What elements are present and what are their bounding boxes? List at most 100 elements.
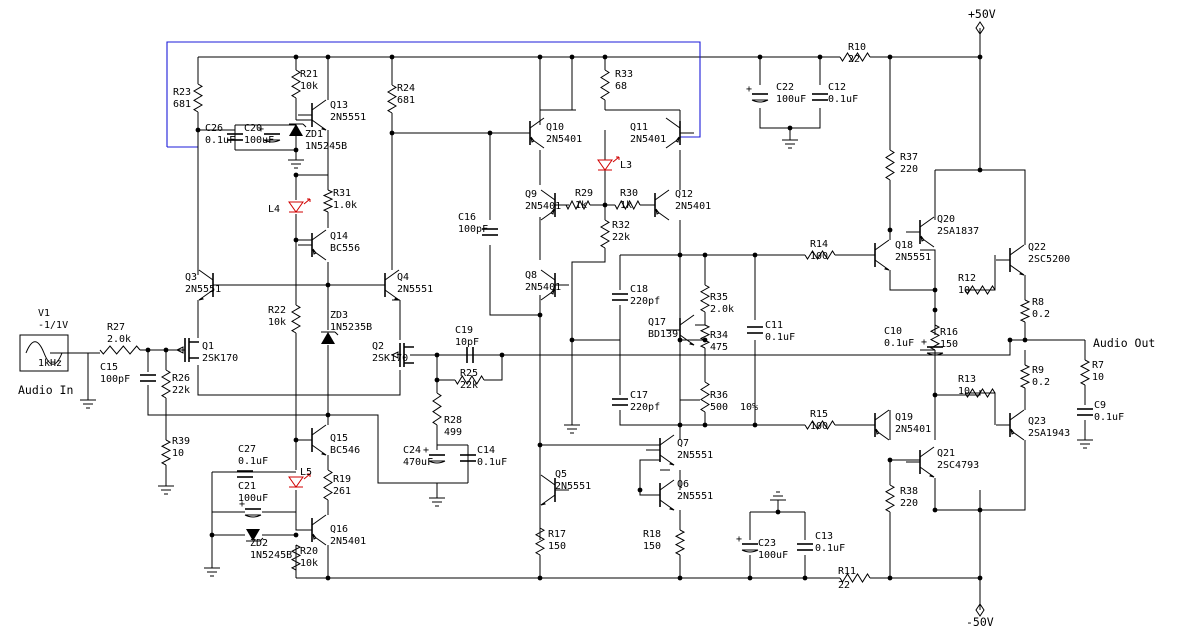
capacitor-c20[interactable]: + [258, 124, 281, 143]
resistor-r17[interactable] [534, 527, 546, 556]
resistor-r13[interactable] [964, 388, 996, 398]
label-r13-value: 10 [958, 386, 970, 397]
jfet-q2[interactable] [390, 343, 414, 367]
resistor-r11[interactable] [839, 573, 871, 583]
source-v1[interactable] [19, 334, 89, 400]
transistor-q7[interactable] [646, 434, 675, 466]
label-c22-value: 100uF [776, 94, 806, 105]
transistor-q12[interactable] [641, 189, 670, 221]
transistor-q14[interactable] [298, 229, 327, 261]
resistor-r23[interactable] [193, 83, 203, 113]
transistor-q19[interactable] [861, 409, 890, 441]
resistor-r24[interactable] [387, 84, 397, 114]
capacitor-c12[interactable] [812, 93, 828, 101]
resistor-r14[interactable] [804, 250, 836, 260]
transistor-q13[interactable] [298, 99, 327, 131]
resistor-r35[interactable] [699, 284, 711, 313]
label-q7-value: 2N5551 [677, 450, 713, 461]
label-r13-ref: R13 [958, 374, 976, 385]
zener-zd2[interactable] [246, 529, 264, 542]
rail-label-neg: -50V [966, 615, 994, 629]
transistor-q22[interactable] [996, 244, 1025, 276]
resistor-r32[interactable] [600, 219, 610, 249]
transistor-q20[interactable] [906, 216, 935, 248]
resistor-r18[interactable] [674, 529, 686, 556]
transistor-q6[interactable] [646, 479, 675, 511]
resistor-r21[interactable] [291, 69, 301, 99]
label-r15-ref: R15 [810, 409, 828, 420]
capacitor-c22[interactable]: + [746, 84, 769, 103]
capacitor-c24[interactable]: + [423, 445, 446, 464]
transistor-q5[interactable] [540, 474, 569, 506]
resistor-r33[interactable] [600, 69, 610, 101]
label-r8-ref: R8 [1032, 297, 1044, 308]
transistor-q10[interactable] [516, 117, 545, 149]
capacitor-c14[interactable] [460, 454, 476, 462]
capacitor-c13[interactable] [797, 543, 813, 551]
capacitor-c21[interactable]: + [239, 499, 262, 518]
transistor-q17[interactable] [666, 314, 695, 346]
resistor-r36[interactable] [700, 381, 710, 413]
transistor-q3[interactable] [198, 269, 227, 301]
resistor-r38[interactable] [884, 484, 896, 513]
label-q10-value: 2N5401 [546, 134, 582, 145]
capacitor-c15[interactable] [140, 374, 156, 382]
capacitor-c27[interactable] [237, 470, 253, 478]
transistor-q23[interactable] [996, 409, 1025, 441]
label-r23-ref: R23 [173, 87, 191, 98]
label-c9-ref: C9 [1094, 400, 1106, 411]
capacitor-c10[interactable]: + [921, 337, 944, 356]
resistor-r27[interactable] [99, 345, 141, 355]
label-r8-value: 0.2 [1032, 309, 1050, 320]
transistor-q11[interactable] [665, 117, 694, 149]
resistor-r25[interactable] [454, 375, 485, 385]
transistor-q9[interactable] [540, 189, 569, 221]
jfet-q1[interactable] [175, 338, 199, 362]
label-c20-ref: C20 [244, 123, 262, 134]
led-l3[interactable] [597, 156, 620, 171]
transistor-q18[interactable] [861, 239, 890, 271]
resistor-r29[interactable] [565, 199, 591, 211]
resistor-r15[interactable] [804, 420, 836, 430]
resistor-r20[interactable] [290, 544, 302, 571]
label-r27-value: 2.0k [107, 334, 131, 345]
capacitor-c9[interactable] [1077, 408, 1093, 416]
label-q14-ref: Q14 [330, 231, 348, 242]
zener-zd1[interactable] [289, 123, 307, 136]
zener-zd3[interactable] [321, 331, 339, 344]
label-v1-freq: 1kHz [38, 358, 62, 369]
resistor-r9[interactable] [1019, 364, 1031, 389]
resistor-r30[interactable] [614, 199, 641, 211]
transistor-q21[interactable] [906, 446, 935, 478]
resistor-r22[interactable] [291, 304, 301, 334]
transistor-q8[interactable] [540, 269, 569, 301]
capacitor-c19[interactable] [466, 347, 474, 363]
capacitor-c11[interactable] [747, 326, 763, 334]
transistor-q16[interactable] [298, 514, 327, 546]
resistor-r12[interactable] [964, 285, 996, 295]
resistor-r31[interactable] [322, 189, 334, 213]
label-q23-value: 2SA1943 [1028, 428, 1070, 439]
capacitor-c16[interactable] [482, 228, 498, 236]
led-l5[interactable] [288, 473, 311, 488]
resistor-r39[interactable] [160, 439, 172, 466]
capacitor-c18[interactable] [612, 293, 628, 301]
capacitor-c17[interactable] [612, 398, 628, 406]
resistor-r34[interactable] [699, 324, 711, 349]
resistor-r26[interactable] [161, 369, 171, 399]
resistor-r8[interactable] [1019, 299, 1031, 323]
transistor-q15[interactable] [298, 424, 327, 456]
transistor-q4[interactable] [371, 269, 400, 301]
led-l4[interactable] [288, 198, 311, 213]
label-q19-value: 2N5401 [895, 424, 931, 435]
resistor-r7[interactable] [1079, 359, 1091, 386]
resistor-r28[interactable] [432, 392, 442, 426]
label-r17-ref: R17 [548, 529, 566, 540]
capacitor-c23[interactable]: + [736, 534, 759, 553]
resistor-r19[interactable] [323, 469, 333, 501]
resistor-r10[interactable] [839, 52, 871, 62]
label-r10-ref: R10 [848, 42, 866, 53]
capacitor-c26[interactable] [227, 133, 243, 141]
resistor-r37[interactable] [885, 149, 895, 181]
